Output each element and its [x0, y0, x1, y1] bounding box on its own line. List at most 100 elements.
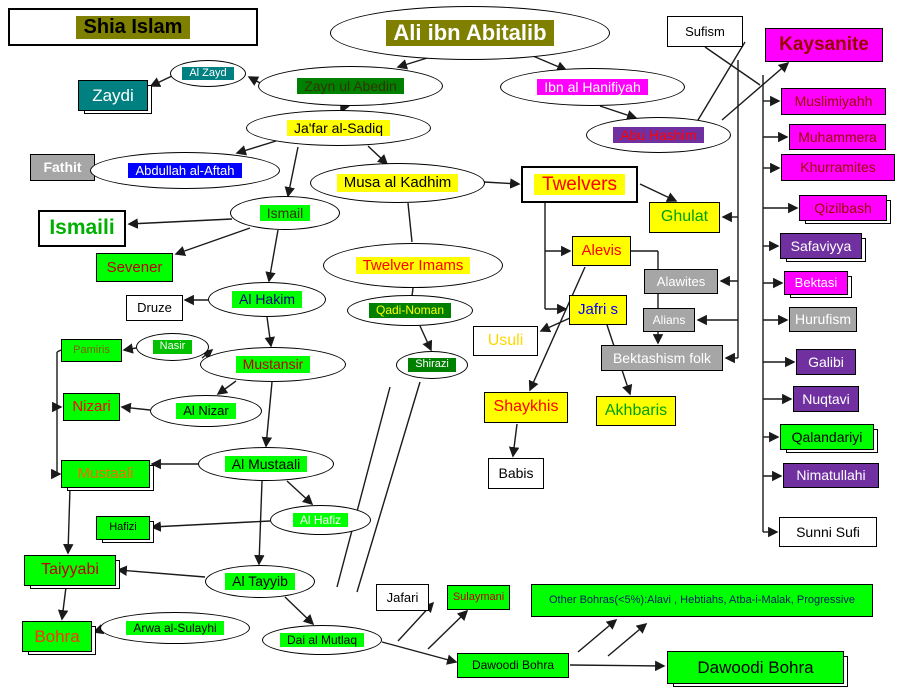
node-usuli: Usuli — [473, 326, 538, 356]
edge-connector — [539, 317, 571, 333]
edge-connector — [284, 596, 315, 626]
node-label-qadi-noman: Qadi-Noman — [368, 303, 452, 318]
node-qalandariyi: Qalandariyi — [780, 424, 874, 450]
node-label-dai-al-mutlaq: Dai al Mutlaq — [279, 632, 365, 648]
node-ali-ibn-abitalib: Ali ibn Abitalib — [330, 6, 610, 60]
node-sevener: Sevener — [96, 253, 173, 282]
node-jafri-s: Jafri s — [569, 295, 627, 325]
node-bohra: Bohra — [22, 621, 92, 652]
node-label-al-tayyib: Al Tayyib — [225, 573, 295, 590]
node-galibi: Galibi — [796, 349, 856, 375]
node-label-abdullah-al-aftah: Abdullah al-Aftah — [128, 162, 242, 179]
edge-connector — [63, 487, 74, 555]
node-dawoodi-bohra-large: Dawoodi Bohra — [667, 651, 844, 684]
edge-connector — [577, 618, 618, 653]
node-twelver-imams: Twelver Imams — [323, 243, 503, 288]
node-ibn-al-hanifiyah: Ibn al Hanifiyah — [500, 68, 685, 106]
node-qadi-noman: Qadi-Noman — [347, 295, 473, 326]
node-khurramites: Khurramites — [781, 154, 895, 181]
edge-connector — [264, 316, 275, 348]
node-al-mustaali: Al Mustaali — [198, 447, 334, 481]
edge-connector — [216, 380, 237, 395]
node-abu-hashim: Abu Hashim — [586, 117, 731, 153]
node-shia-islam: Shia Islam — [8, 8, 258, 46]
edge-connector — [721, 61, 790, 121]
edge-connector — [284, 146, 299, 198]
edge-connector — [116, 565, 206, 578]
node-sunni-sufi: Sunni Sufi — [779, 517, 877, 547]
node-taiyyabi: Taiyyabi — [24, 555, 116, 586]
edge-connector — [56, 349, 62, 353]
node-hurufism: Hurufism — [789, 307, 857, 332]
edge-connector — [265, 229, 279, 283]
edge-connector — [427, 609, 469, 650]
node-abdullah-al-aftah: Abdullah al-Aftah — [90, 152, 280, 189]
node-label-ismaili: Ismaili — [49, 216, 115, 240]
edge-connector — [254, 480, 265, 566]
edge-connector — [201, 349, 214, 360]
node-zaydi: Zaydi — [78, 80, 148, 111]
edge-connector — [607, 622, 648, 657]
node-alevis: Alevis — [572, 236, 631, 266]
edge-connector — [599, 105, 638, 121]
node-label-jafar-al-sadiq: Ja'far al-Sadiq — [286, 119, 391, 137]
edge-connector — [483, 178, 521, 189]
edge-connector — [367, 145, 389, 166]
node-fathit: Fathit — [30, 154, 95, 181]
node-label-al-nizar: Al Nizar — [176, 403, 236, 419]
edge-connector — [92, 624, 105, 635]
node-mustansir: Mustansir — [200, 347, 346, 382]
edge-connector — [532, 55, 568, 72]
edge-connector — [407, 202, 413, 243]
node-akhbaris: Akhbaris — [596, 396, 676, 426]
node-label-zayn-ul-abedin: Zayn ul Abedin — [297, 77, 404, 95]
node-label-ibn-al-hanifiyah: Ibn al Hanifiyah — [537, 78, 648, 96]
node-alians: Alians — [643, 308, 695, 332]
node-label-musa-al-kadhim: Musa al Kadhim — [336, 174, 459, 192]
node-pamiris: Pamiris — [61, 339, 122, 362]
node-label-ali-ibn-abitalib: Ali ibn Abitalib — [386, 20, 554, 46]
edge-connector — [569, 660, 666, 672]
edge-connector — [127, 218, 233, 229]
edge-connector — [150, 520, 271, 532]
node-shirazi: Shirazi — [396, 351, 468, 379]
node-label-al-hakim: Al Hakim — [231, 291, 302, 308]
node-sulaymani: Sulaymani — [447, 585, 510, 610]
edge-connector — [149, 75, 173, 87]
node-bektasi: Bektasi — [784, 271, 848, 295]
node-al-nizar: Al Nizar — [150, 395, 262, 427]
node-qizilbash: Qizilbash — [799, 195, 887, 221]
node-alawites: Alawites — [644, 269, 718, 294]
edge-connector — [120, 402, 151, 414]
edge-connector — [508, 423, 520, 458]
node-label-shirazi: Shirazi — [408, 358, 456, 372]
node-dawoodi-bohra-small: Dawoodi Bohra — [457, 653, 569, 678]
node-al-hakim: Al Hakim — [208, 282, 326, 317]
node-label-abu-hashim: Abu Hashim — [613, 126, 704, 144]
edge-connector — [694, 41, 746, 126]
node-nimatullahi: Nimatullahi — [783, 463, 879, 488]
node-jafar-al-sadiq: Ja'far al-Sadiq — [246, 110, 431, 146]
node-druze: Druze — [126, 295, 183, 321]
node-mustaali: Mustaali — [61, 460, 150, 488]
edge-connector — [286, 480, 314, 506]
node-muhammera: Muhammera — [789, 124, 886, 150]
edge-connector — [336, 386, 391, 588]
node-safaviyya: Safaviyya — [780, 233, 862, 259]
edge-connector — [261, 381, 273, 448]
node-shaykhis: Shaykhis — [484, 392, 568, 423]
node-nasir: Nasir — [136, 333, 209, 361]
node-jafari: Jafari — [376, 584, 429, 611]
node-twelvers: Twelvers — [521, 166, 638, 203]
node-ghulat: Ghulat — [649, 202, 720, 233]
node-label-al-hafiz: Al Hafiz — [292, 512, 349, 528]
node-ismaili: Ismaili — [38, 210, 126, 247]
node-nuqtavi: Nuqtavi — [793, 386, 859, 412]
edge-connector — [57, 586, 69, 621]
node-muslimiyahh: Muslimiyahh — [781, 88, 886, 115]
node-label-nasir: Nasir — [152, 340, 193, 354]
node-al-tayyib: Al Tayyib — [205, 565, 315, 598]
node-label-al-zayd: Al Zayd — [182, 66, 234, 81]
